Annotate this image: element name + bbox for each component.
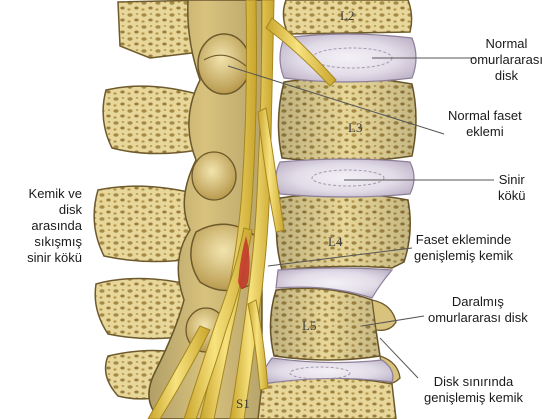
label-nerve-root: Sinir kökü: [498, 172, 525, 204]
label-narrowed-disc: Daralmış omurlararası disk: [428, 294, 528, 326]
vertebra-label-s1: S1: [236, 396, 250, 411]
normal-facet-joint: [198, 34, 250, 94]
disc-margin-osteophyte: [372, 300, 396, 330]
label-facet-enlarged-bone: Faset ekleminde genişlemiş kemik: [414, 232, 513, 264]
vertebra-label-l2: L2: [340, 8, 354, 23]
label-normal-facet: Normal faset eklemi: [448, 108, 522, 140]
label-compressed-root: Kemik ve disk arasında sıkışmış sinir kö…: [4, 186, 82, 266]
label-disc-margin-bone: Disk sınırında genişlemiş kemik: [424, 374, 523, 406]
vertebra-label-l3: L3: [348, 120, 362, 135]
l3-l4-disc: [276, 159, 414, 197]
label-normal-disc: Normal omurlararası disk: [470, 36, 542, 84]
vertebra-s1: [258, 378, 396, 419]
vertebra-label-l4: L4: [328, 234, 343, 249]
vertebra-label-l5: L5: [302, 318, 316, 333]
